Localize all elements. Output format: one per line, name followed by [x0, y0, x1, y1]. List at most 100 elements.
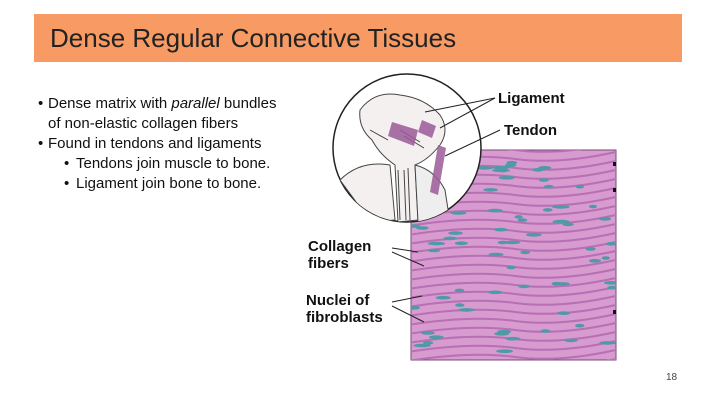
fibroblast-nucleus	[421, 331, 435, 335]
fibroblast-nucleus	[476, 166, 493, 170]
fibroblast-nucleus	[416, 226, 429, 230]
collagen-fiber	[411, 321, 616, 335]
fibroblast-nucleus	[607, 285, 616, 290]
tendon-label: Tendon	[504, 122, 558, 139]
fibroblast-nucleus	[585, 247, 596, 251]
fibroblast-nucleus	[601, 256, 610, 260]
ligament-highlight	[388, 120, 436, 146]
fibroblast-nucleus	[514, 215, 523, 219]
fibroblast-nucleus	[588, 204, 598, 209]
joint-inset	[332, 73, 482, 223]
tendon-highlight	[430, 145, 446, 195]
collagen-fiber	[411, 276, 616, 290]
collagen-label-line2: fibers	[308, 255, 349, 272]
collagen-fiber	[411, 213, 616, 227]
bullet-list: •Dense matrix with parallel bundles of n…	[38, 94, 278, 194]
fibroblast-nucleus	[427, 241, 446, 246]
collagen-fiber	[411, 303, 616, 317]
collagen-fiber	[411, 240, 616, 254]
fibroblast-nucleus	[497, 240, 509, 245]
fibroblast-nucleus	[552, 219, 570, 224]
fibroblast-nucleus	[540, 329, 551, 333]
bullet-dot-icon: •	[38, 135, 44, 152]
fibroblast-nucleus	[487, 208, 503, 213]
collagen-fiber	[411, 267, 616, 281]
bullet-dot-icon: •	[64, 155, 70, 172]
sub-bullet-text: Tendons join muscle to bone.	[76, 155, 271, 172]
fibroblast-nucleus	[588, 259, 602, 263]
collagen-fiber	[411, 348, 616, 360]
collagen-fiber	[411, 231, 616, 245]
tissue-illustration	[332, 73, 620, 370]
collagen-fiber	[411, 339, 616, 353]
sub-bullet-item: • Tendons join muscle to bone.	[64, 154, 278, 174]
fibroblast-nucleus	[520, 250, 531, 255]
fibroblast-nucleus	[494, 227, 508, 232]
fibroblast-nucleus	[543, 184, 554, 189]
fibroblast-nucleus	[422, 341, 434, 345]
nuclei-fibroblasts-label: Nuclei of fibroblasts	[306, 292, 383, 326]
fibroblast-nucleus	[562, 222, 574, 227]
collagen-fibers-label: Collagen fibers	[308, 238, 371, 272]
fibroblast-nucleus	[504, 163, 517, 167]
bullet-item: •Dense matrix with parallel bundles of n…	[38, 94, 278, 134]
sub-bullet-text: Ligament join bone to bone.	[76, 175, 262, 192]
fibroblast-nucleus	[557, 311, 571, 315]
fibroblast-nucleus	[413, 343, 431, 348]
micrograph	[408, 149, 620, 370]
fibroblast-nucleus	[532, 168, 544, 172]
fibroblast-nucleus	[458, 308, 475, 312]
fibroblast-nucleus	[542, 208, 553, 212]
bullet-text-suffix: bundles of non-elastic collagen fibers	[48, 95, 277, 132]
tissue-figure: Ligament Tendon Collagen fibers Nuclei o…	[300, 70, 640, 370]
bullet-dot-icon: •	[38, 95, 44, 112]
title-bar: Dense Regular Connective Tissues	[34, 14, 682, 62]
bullet-emphasis: parallel	[171, 95, 220, 112]
bullet-dot-icon: •	[64, 175, 70, 192]
page-number: 18	[666, 372, 678, 383]
fibroblast-nucleus	[518, 284, 531, 289]
fibroblast-nucleus	[526, 233, 542, 237]
fibroblast-nucleus	[448, 231, 463, 235]
nuclei-label-line2: fibroblasts	[306, 309, 383, 326]
fibroblast-nucleus	[492, 165, 510, 170]
collagen-fiber	[411, 294, 616, 308]
bullet-item: •Found in tendons and ligaments	[38, 134, 278, 154]
fibroblast-nucleus	[427, 248, 441, 253]
fibroblast-nucleus	[503, 240, 521, 245]
fibroblast-nucleus	[492, 168, 511, 173]
fibroblast-nucleus	[488, 252, 504, 257]
fibroblast-nucleus	[599, 341, 616, 345]
fibroblast-nucleus	[435, 295, 451, 300]
collagen-fiber	[411, 285, 616, 299]
bullet-text-prefix: Dense matrix with	[48, 95, 172, 112]
fibroblast-nucleus	[411, 306, 420, 310]
fibroblast-nucleus	[443, 236, 457, 241]
fibroblast-nucleus	[496, 349, 513, 354]
fibroblast-nucleus	[506, 265, 516, 270]
fibroblast-nucleus	[483, 188, 498, 192]
collagen-label-line1: Collagen	[308, 238, 372, 255]
fibroblast-nucleus	[494, 332, 510, 336]
fibroblast-nucleus	[551, 281, 563, 286]
fibroblast-nucleus	[598, 217, 612, 221]
fibroblast-nucleus	[429, 335, 444, 340]
collagen-fiber	[408, 367, 620, 370]
fibroblast-nucleus	[603, 281, 616, 285]
fibroblast-nucleus	[498, 176, 515, 180]
slide-title: Dense Regular Connective Tissues	[50, 23, 457, 53]
collagen-fiber	[411, 312, 616, 326]
fibroblast-nucleus	[454, 288, 465, 293]
fibroblast-nucleus	[505, 336, 521, 341]
fibroblast-nucleus	[454, 241, 468, 246]
fibroblast-nucleus	[538, 178, 549, 182]
bullet-text: Found in tendons and ligaments	[48, 135, 262, 152]
collagen-fiber	[411, 222, 616, 236]
collagen-fiber	[411, 249, 616, 263]
fibroblast-nucleus	[450, 211, 467, 215]
ligament-label: Ligament	[498, 90, 565, 107]
leader-lines	[391, 97, 501, 323]
fibroblast-nucleus	[575, 323, 585, 328]
fibroblast-nucleus	[488, 290, 503, 295]
